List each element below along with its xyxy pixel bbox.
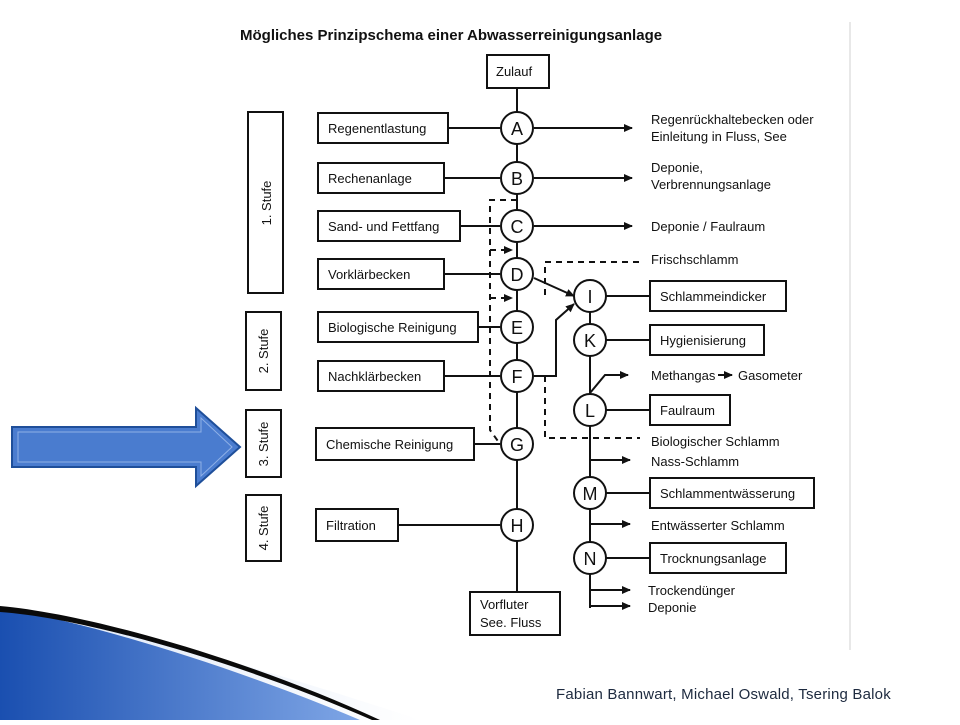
output-a-line1: Regenrückhaltebecken oder (651, 112, 814, 127)
process-chemische-reinigung: Chemische Reinigung (315, 427, 500, 461)
deponie-label: Deponie (648, 600, 696, 615)
svg-text:L: L (585, 401, 595, 421)
node-b: B (500, 161, 534, 195)
deponie-arrow (589, 590, 631, 610)
stage-label-4: 4. Stufe (256, 506, 271, 551)
svg-text:B: B (511, 169, 523, 189)
svg-text:E: E (511, 318, 523, 338)
vorfluter-box (469, 591, 561, 636)
svg-text:N: N (584, 549, 597, 569)
svg-text:I: I (587, 287, 592, 307)
connector-d-i (533, 277, 575, 297)
svg-text:Schlammeindicker: Schlammeindicker (660, 289, 767, 304)
process-regenentlastung: Regenentlastung (317, 112, 500, 144)
recirculation-dashed-left (489, 199, 517, 445)
sludge-hygienisierung: Hygienisierung (606, 324, 765, 356)
methangas-label: Methangas (651, 368, 716, 383)
stage-box-2 (245, 311, 282, 391)
zulauf-label: Zulauf (496, 64, 533, 79)
sludge-faulraum: Faulraum (606, 394, 731, 426)
process-biologische-reinigung: Biologische Reinigung (317, 311, 500, 343)
node-n: N (573, 541, 607, 575)
trockenduenger-label: Trockendünger (648, 583, 736, 598)
process-label: Vorklärbecken (328, 267, 410, 282)
output-b-line2: Verbrennungsanlage (651, 177, 771, 192)
footer-authors: Fabian Bannwart, Michael Oswald, Tsering… (556, 686, 891, 703)
svg-text:A: A (511, 119, 523, 139)
process-label: Sand- und Fettfang (328, 219, 439, 234)
node-c: C (500, 209, 534, 243)
process-label: Regenentlastung (328, 121, 426, 136)
process-vorklaerbecken: Vorklärbecken (317, 258, 500, 290)
node-k: K (573, 323, 607, 357)
process-sandfettfang: Sand- und Fettfang (317, 210, 500, 242)
bio-schlamm-label: Biologischer Schlamm (651, 434, 780, 449)
process-label: Rechenanlage (328, 171, 412, 186)
methangas-arrow (589, 371, 629, 394)
frischschlamm-label: Frischschlamm (651, 252, 738, 267)
vorfluter-label-2: See. Fluss (480, 615, 542, 630)
svg-text:G: G (510, 435, 524, 455)
stage-label-1: 1. Stufe (259, 181, 274, 226)
node-m: M (573, 476, 607, 510)
process-filtration: Filtration (315, 508, 500, 542)
output-a-line2: Einleitung in Fluss, See (651, 129, 787, 144)
stage-box-3 (245, 409, 282, 478)
process-rechenanlage: Rechenanlage (317, 162, 500, 194)
sludge-schlammentwaesserung: Schlammentwässerung (606, 477, 815, 509)
process-nachklaerbecken: Nachklärbecken (317, 360, 500, 392)
svg-text:Schlammentwässerung: Schlammentwässerung (660, 486, 795, 501)
highlight-arrow-icon (11, 405, 242, 489)
process-label: Biologische Reinigung (328, 320, 457, 335)
gasometer-label: Gasometer (738, 368, 803, 383)
node-f: F (500, 359, 534, 393)
stage-label-2: 2. Stufe (256, 329, 271, 374)
stage-label-3: 3. Stufe (256, 422, 271, 467)
svg-text:F: F (512, 367, 523, 387)
node-g: G (500, 427, 534, 461)
svg-text:Hygienisierung: Hygienisierung (660, 333, 746, 348)
svg-text:C: C (511, 217, 524, 237)
node-h: H (500, 508, 534, 542)
process-label: Filtration (326, 518, 376, 533)
node-i: I (573, 279, 607, 313)
svg-text:Trocknungsanlage: Trocknungsanlage (660, 551, 766, 566)
sludge-trocknungsanlage: Trocknungsanlage (606, 542, 787, 574)
connector-f-i (534, 303, 575, 377)
svg-text:H: H (511, 516, 524, 536)
node-a: A (500, 111, 534, 145)
svg-text:Faulraum: Faulraum (660, 403, 715, 418)
vorfluter-label-1: Vorfluter (480, 597, 529, 612)
node-e: E (500, 310, 534, 344)
node-d: D (500, 257, 534, 291)
entw-schlamm-label: Entwässerter Schlamm (651, 518, 785, 533)
diagram-title: Mögliches Prinzipschema einer Abwasserre… (240, 27, 662, 44)
svg-text:K: K (584, 331, 596, 351)
stage-box-4 (245, 494, 282, 562)
svg-text:D: D (511, 265, 524, 285)
nass-schlamm-label: Nass-Schlamm (651, 454, 739, 469)
decorative-swoosh (0, 606, 420, 720)
bio-schlamm-dashed (544, 376, 640, 439)
zulauf-box (486, 54, 550, 89)
stage-box-1 (247, 111, 284, 294)
node-l: L (573, 393, 607, 427)
output-c-line1: Deponie / Faulraum (651, 219, 765, 234)
sludge-schlammeindicker: Schlammeindicker (606, 280, 787, 312)
svg-text:M: M (583, 484, 598, 504)
output-b-line1: Deponie, (651, 160, 703, 175)
process-label: Chemische Reinigung (326, 437, 453, 452)
process-label: Nachklärbecken (328, 369, 421, 384)
